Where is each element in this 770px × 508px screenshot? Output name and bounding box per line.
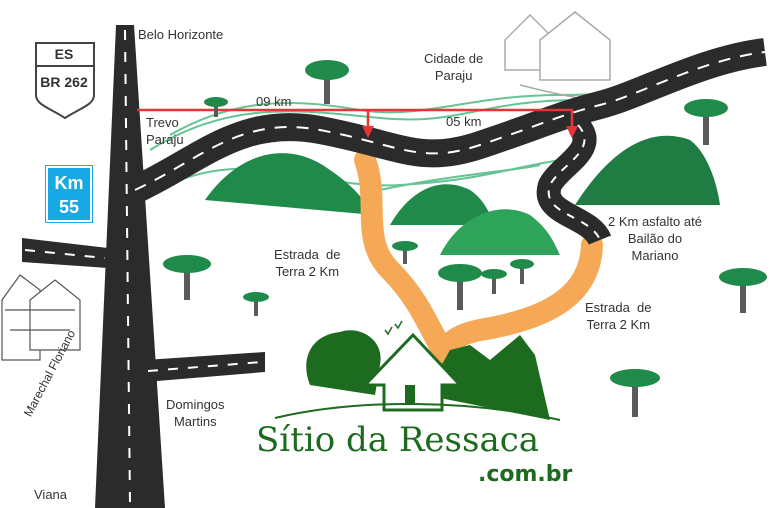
label-line: Paraju [146,132,184,147]
label-line: Domingos [166,397,225,412]
label-viana: Viana [34,487,68,502]
label-line: Mariano [631,248,679,263]
label-line: Estrada de [585,300,652,315]
hill [575,135,720,205]
paraju-road [129,38,767,246]
label-line: Martins [173,414,217,429]
label-estrada-terra-1: Estrada de Terra 2 Km [274,246,341,280]
dirt-road [354,149,603,366]
label-line: Terra 2 Km [275,264,340,279]
shield-state: ES [54,46,74,62]
hill [390,184,495,225]
label-09km: 09 km [256,94,292,109]
distance-marker [137,108,578,138]
br262-shield-icon [35,42,95,120]
shield-road: BR 262 [40,74,88,90]
km-sign-unit: Km [54,173,84,193]
label-cidade-paraju: Cidade de Paraju [424,50,483,84]
label-line: Trevo [146,115,179,130]
hill [205,153,375,215]
marechal-floriano-houses-icon [1,274,81,361]
logo-domain: .com.br [478,462,573,487]
label-line: Bailão do [627,231,683,246]
label-line: Terra 2 Km [586,317,651,332]
label-line: Paraju [434,68,473,83]
hill [440,209,560,255]
label-line: Cidade de [424,51,484,66]
br262-shield: ES BR 262 [34,44,94,90]
label-line: Estrada de [274,247,341,262]
tree-icon [163,60,767,417]
label-line: 2 Km asfalto até [608,214,702,229]
label-estrada-terra-2: Estrada de Terra 2 Km [585,299,652,333]
km-sign: Km 55 [45,165,93,223]
label-05km: 05 km [446,114,482,129]
km-sign-value: 55 [58,197,80,217]
domingos-martins-road [145,352,265,382]
label-belo-horizonte: Belo Horizonte [138,27,224,42]
paraju-houses-icon [504,11,611,101]
logo-name: Sítio da Ressaca [256,420,540,460]
sitio-logo-icon [274,320,561,421]
br262-road [95,25,165,508]
